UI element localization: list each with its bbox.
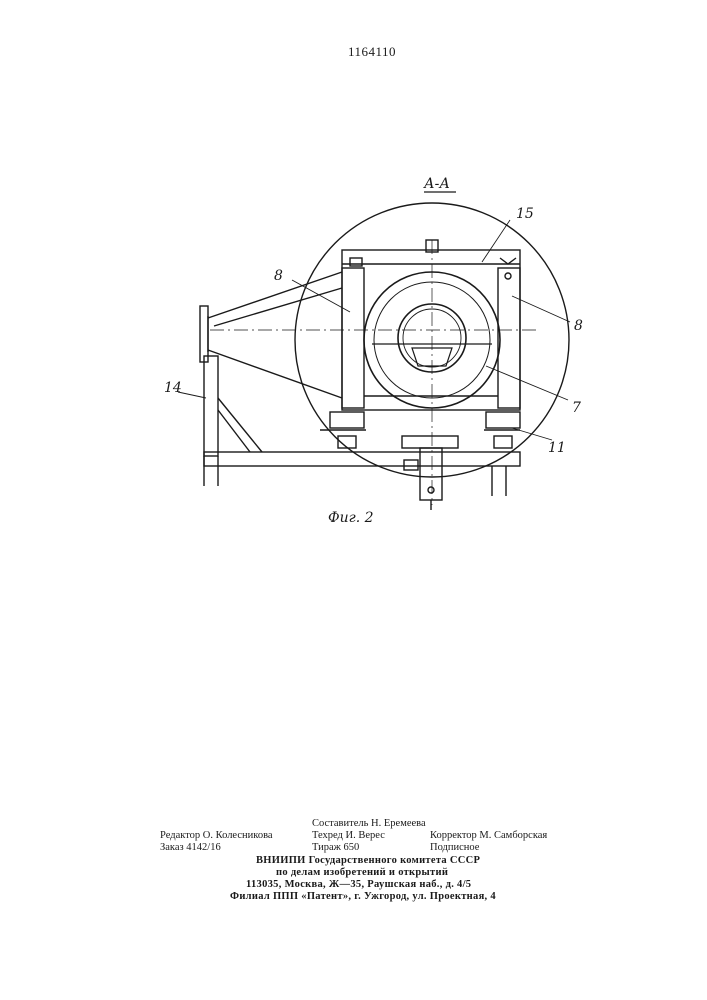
left-roller	[330, 412, 364, 428]
compiler-line: Составитель Н. Еремеева	[312, 818, 426, 830]
figure-caption: Фиг. 2	[328, 510, 374, 526]
editor-line: Редактор О. Колесникова	[160, 830, 273, 842]
order-line: Заказ 4142/16	[160, 842, 221, 854]
callout-15: 15	[516, 206, 534, 222]
nozzle-flange	[200, 306, 208, 362]
subscription-line: Подписное	[430, 842, 479, 854]
callout-8-left: 8	[274, 268, 283, 284]
branch-line: Филиал ППП «Патент», г. Ужгород, ул. Про…	[230, 891, 496, 902]
technical-drawing: А-А	[0, 0, 707, 560]
techred-line: Техред И. Верес	[312, 830, 385, 842]
section-label: А-А	[423, 176, 450, 192]
left-post	[342, 268, 364, 408]
callout-7: 7	[572, 400, 581, 416]
left-leg	[204, 356, 218, 456]
center-shaft	[420, 448, 442, 500]
right-post	[498, 268, 520, 408]
org-line-2: по делам изобретений и открытий	[276, 867, 448, 878]
org-line-1: ВНИИПИ Государственного комитета СССР	[256, 855, 480, 866]
circulation-line: Тираж 650	[312, 842, 359, 854]
corrector-line: Корректор М. Самборская	[430, 830, 547, 842]
callout-8-right: 8	[574, 318, 583, 334]
callout-14: 14	[164, 380, 182, 396]
callout-11: 11	[548, 440, 566, 456]
address-line: 113035, Москва, Ж—35, Раушская наб., д. …	[246, 879, 471, 890]
right-roller	[486, 412, 520, 428]
base-beam	[204, 452, 520, 466]
